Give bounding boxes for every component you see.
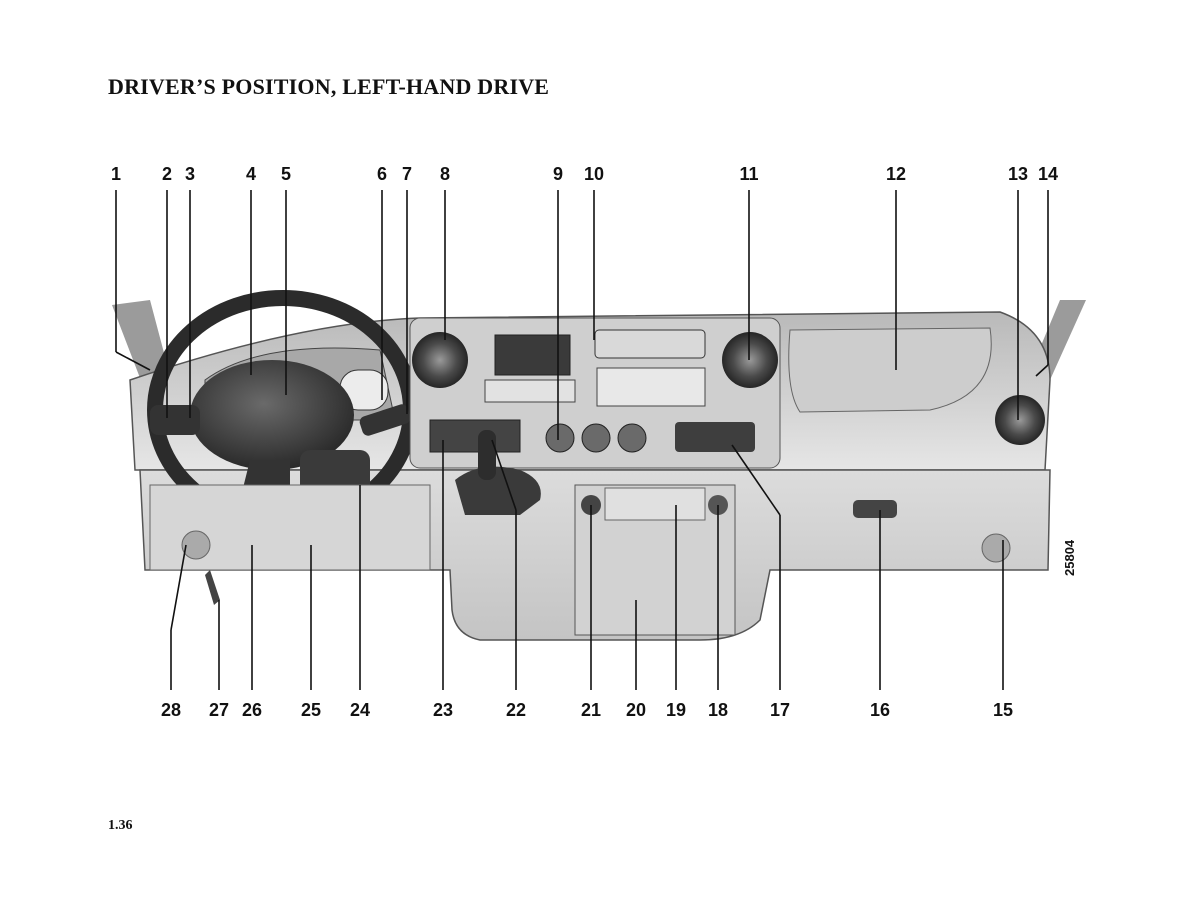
figure-reference-number: 25804 bbox=[1062, 539, 1077, 576]
callout-25: 25 bbox=[300, 700, 322, 720]
center-vent-right bbox=[722, 332, 778, 388]
center-vent-left bbox=[412, 332, 468, 388]
radio-unit bbox=[594, 329, 706, 359]
glovebox-handle bbox=[853, 500, 897, 518]
callout-24: 24 bbox=[349, 700, 371, 720]
steering-hub bbox=[190, 360, 354, 470]
callout-26: 26 bbox=[241, 700, 263, 720]
callout-22: 22 bbox=[505, 700, 527, 720]
vent-control-panel bbox=[675, 422, 755, 452]
callout-17: 17 bbox=[769, 700, 791, 720]
right-knee-vent bbox=[981, 533, 1011, 563]
right-stalk bbox=[359, 404, 411, 436]
passenger-airbag bbox=[788, 327, 992, 413]
heater-knob-1 bbox=[545, 423, 575, 453]
page-title: DRIVER’S POSITION, LEFT-HAND DRIVE bbox=[108, 74, 550, 99]
left-pillar bbox=[112, 300, 168, 378]
gear-lever-boot bbox=[455, 466, 541, 515]
left-knee-vent bbox=[181, 530, 211, 560]
radio-tray bbox=[596, 367, 706, 407]
callout-21: 21 bbox=[580, 700, 602, 720]
callout-19: 19 bbox=[665, 700, 687, 720]
callout-14: 14 bbox=[1037, 164, 1059, 184]
callout-6: 6 bbox=[376, 164, 387, 184]
storage-slot bbox=[484, 379, 576, 403]
leader-lines bbox=[115, 190, 1049, 690]
callout-27: 27 bbox=[208, 700, 230, 720]
callout-18: 18 bbox=[707, 700, 729, 720]
callout-7: 7 bbox=[401, 164, 412, 184]
pedal bbox=[205, 570, 220, 605]
gear-lever-shaft bbox=[478, 430, 496, 480]
callout-10: 10 bbox=[583, 164, 605, 184]
callout-16: 16 bbox=[869, 700, 891, 720]
callout-3: 3 bbox=[184, 164, 195, 184]
callout-4: 4 bbox=[245, 164, 256, 184]
callout-23: 23 bbox=[432, 700, 454, 720]
callout-8: 8 bbox=[439, 164, 450, 184]
page-number: 1.36 bbox=[108, 818, 133, 833]
callout-28: 28 bbox=[160, 700, 182, 720]
callout-15: 15 bbox=[992, 700, 1014, 720]
callout-12: 12 bbox=[885, 164, 907, 184]
callout-11: 11 bbox=[739, 164, 759, 184]
callout-2: 2 bbox=[161, 164, 172, 184]
heater-knob-3 bbox=[617, 423, 647, 453]
callout-13: 13 bbox=[1007, 164, 1029, 184]
callout-1: 1 bbox=[110, 164, 121, 184]
callout-9: 9 bbox=[552, 164, 563, 184]
callout-20: 20 bbox=[625, 700, 647, 720]
side-vent-right bbox=[995, 395, 1045, 445]
switch-strip bbox=[429, 419, 521, 453]
heater-knob-2 bbox=[581, 423, 611, 453]
lower-storage bbox=[604, 487, 706, 521]
left-stalk bbox=[150, 405, 200, 435]
callout-5: 5 bbox=[280, 164, 291, 184]
